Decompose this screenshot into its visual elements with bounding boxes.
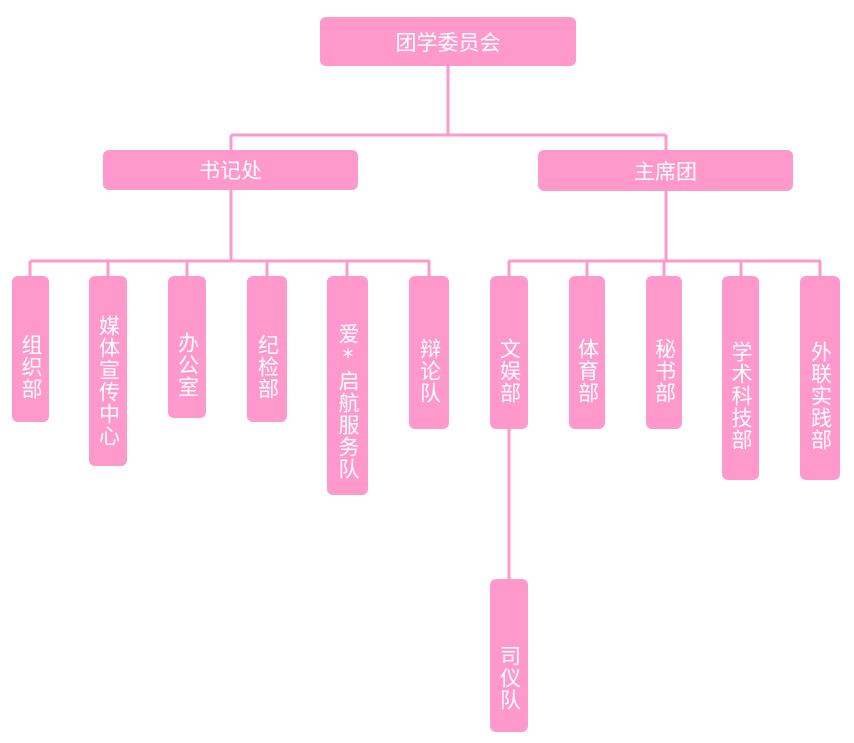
- dept-label: 外联实践部: [808, 341, 833, 451]
- dept-node: 文娱部: [490, 276, 528, 429]
- branch-label: 书记处: [199, 159, 262, 183]
- branch-node-secretariat: 书记处: [103, 150, 358, 190]
- dept-node: 爱*启航服务队: [327, 276, 368, 495]
- presidium-connector: [507, 191, 822, 276]
- root-node: 团学委员会: [320, 17, 576, 66]
- dept-node: 外联实践部: [800, 276, 840, 480]
- branch-node-presidium: 主席团: [538, 150, 793, 191]
- dept-label: 秘书部: [652, 337, 677, 404]
- dept-label: 媒体宣传中心: [96, 315, 121, 447]
- dept-label: 学术科技部: [729, 341, 753, 451]
- dept-node: 组织部: [12, 276, 49, 422]
- secretariat-connector: [28, 190, 431, 276]
- sub-node: 司仪队: [490, 579, 528, 732]
- dept-label: 爱*启航服务队: [336, 323, 360, 480]
- dept-node: 媒体宣传中心: [89, 276, 127, 466]
- branch-label: 主席团: [634, 159, 697, 184]
- dept-node: 学术科技部: [722, 276, 759, 480]
- dept-label: 辩论队: [417, 337, 442, 404]
- dept-label: 组织部: [19, 334, 43, 400]
- dept-label: 体育部: [575, 337, 600, 404]
- dept-node: 办公室: [168, 276, 206, 418]
- dept-node: 纪检部: [247, 276, 287, 422]
- dept-node: 秘书部: [646, 276, 682, 429]
- dept-node: 辩论队: [409, 276, 449, 429]
- dept-node: 体育部: [569, 276, 605, 429]
- dept-label: 纪检部: [255, 334, 280, 400]
- dept-label: 办公室: [175, 332, 200, 398]
- sub-label: 司仪队: [497, 644, 522, 711]
- root-connector: [229, 66, 668, 150]
- dept-label: 文娱部: [497, 337, 522, 404]
- root-label: 团学委员会: [395, 30, 501, 55]
